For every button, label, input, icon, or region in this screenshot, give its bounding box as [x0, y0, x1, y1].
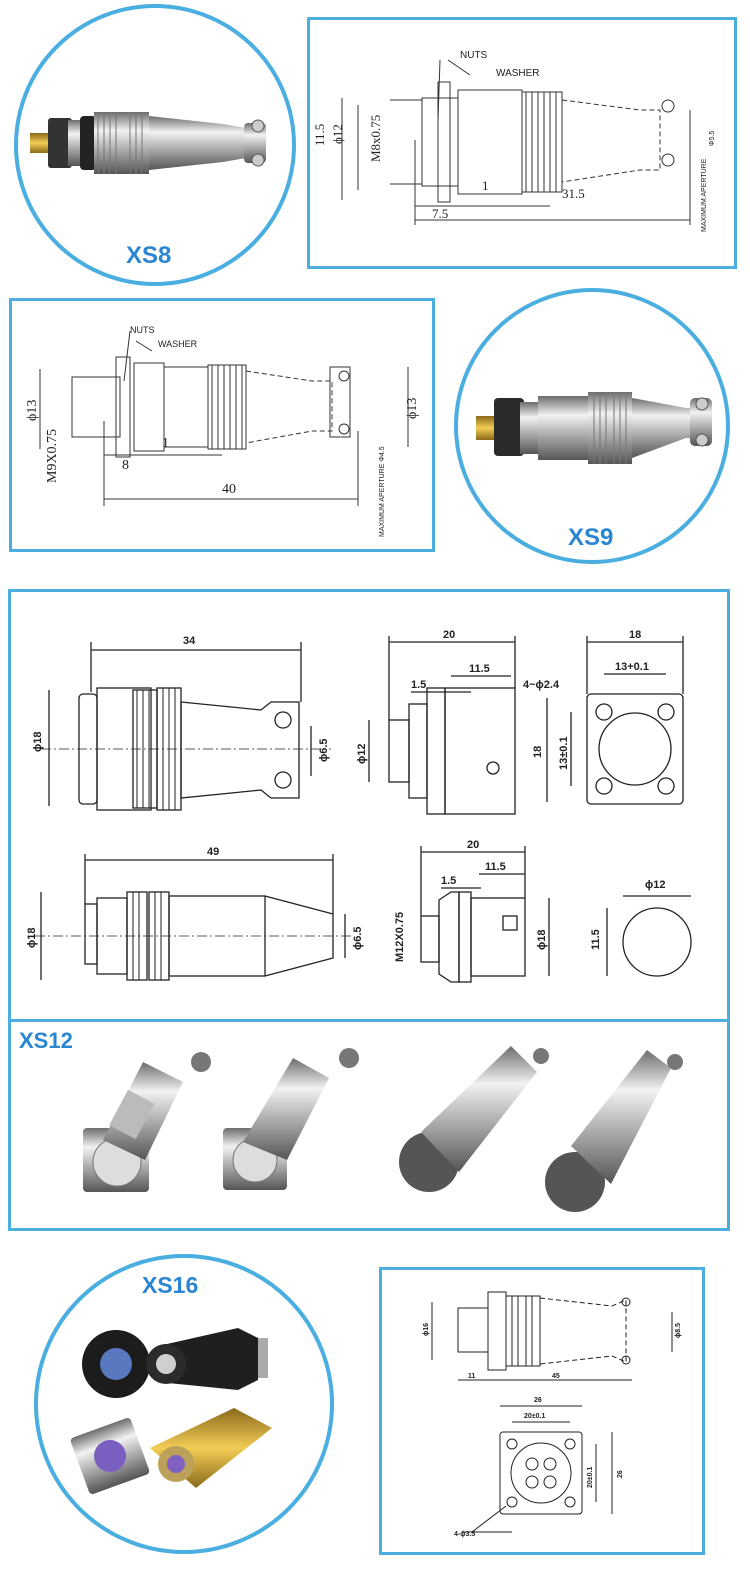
- xs12-top-clamp: ϕ6.5: [318, 738, 330, 762]
- xs8-dim-a: 7.5: [432, 206, 448, 221]
- xs9-dim-right: ϕ13: [405, 398, 420, 419]
- xs16-connector-photos: [70, 1328, 272, 1495]
- xs16-w20: 20±0.1: [524, 1413, 545, 1420]
- xs12-top-dia: ϕ18: [32, 732, 44, 752]
- xs12-top-d12: ϕ12: [356, 744, 368, 764]
- xs12-top-sq13: 13+0.1: [615, 661, 649, 673]
- xs8-photo-circle: XS8: [14, 4, 296, 286]
- xs12-bot-clamp: ϕ6.5: [352, 926, 364, 950]
- xs9-dim-1: 1: [162, 436, 169, 451]
- xs12-photo-3: [399, 1046, 549, 1192]
- xs9-thread: M9X0.75: [45, 429, 60, 483]
- xs12-divider: [11, 1019, 727, 1022]
- xs8-dim-1: 1: [482, 178, 489, 193]
- xs12-bot-d18: ϕ18: [536, 930, 548, 950]
- xs8-washer: WASHER: [496, 68, 540, 79]
- xs16-drawing-panel: ϕ16 ϕ8.5 11 45 26 20±0.1 20±0.1 26 4-ϕ3.…: [379, 1267, 705, 1555]
- xs16-w11: 11: [468, 1373, 476, 1380]
- xs8-connector-photo: [30, 112, 266, 174]
- xs16-holes: 4-ϕ3.5: [454, 1531, 475, 1538]
- xs12-top-sq18: 18: [629, 629, 641, 641]
- xs8-aperture: MAXIMUM APERTURE: [701, 158, 708, 232]
- xs8-nuts: NUTS: [460, 50, 488, 61]
- xs12-top-v18: 18: [532, 746, 544, 758]
- xs9-dim-40: 40: [222, 482, 236, 497]
- xs12-panel: 34 ϕ18 ϕ6.5 20 11.5 1.5 ϕ12 18 13+0.1 4~…: [8, 589, 730, 1231]
- xs12-bot-dia: ϕ18: [26, 928, 38, 948]
- xs16-dimension-drawing: ϕ16 ϕ8.5 11 45 26 20±0.1 20±0.1 26 4-ϕ3.…: [423, 1291, 682, 1538]
- xs16-photo-circle: XS16: [34, 1254, 334, 1554]
- xs9-connector-photo: [476, 392, 712, 464]
- xs12-top-w20: 20: [443, 629, 455, 641]
- xs8-dimension-drawing: NUTS WASHER 11.5 ϕ12 M8x0.75 1 7.5 31.5 …: [312, 50, 716, 232]
- xs16-d85: ϕ8.5: [675, 1323, 682, 1338]
- xs12-bot-w115: 11.5: [485, 861, 506, 873]
- xs16-d16: ϕ16: [423, 1323, 430, 1336]
- xs12-photo-2: [223, 1048, 359, 1190]
- xs12-label: XS12: [19, 1028, 73, 1053]
- xs8-thread: M8x0.75: [368, 115, 383, 162]
- xs9-drawing-panel: NUTS WASHER ϕ13 ϕ13 M9X0.75 8 1 40 MAXIM…: [9, 298, 435, 552]
- xs12-top-holes: 4~ϕ2.4: [523, 679, 560, 691]
- xs12-bot-d12: ϕ12: [645, 879, 665, 891]
- xs8-drawing-panel: NUTS WASHER 11.5 ϕ12 M8x0.75 1 7.5 31.5 …: [307, 17, 737, 269]
- xs9-dimension-drawing: NUTS WASHER ϕ13 ϕ13 M9X0.75 8 1 40 MAXIM…: [25, 325, 420, 537]
- xs12-photo-1: [83, 1052, 211, 1192]
- xs8-clamp-dia: Φ5.5: [709, 131, 716, 146]
- xs9-nuts: NUTS: [130, 325, 155, 335]
- xs9-label: XS9: [568, 524, 614, 551]
- xs16-label: XS16: [142, 1272, 199, 1298]
- xs12-bot-len: 49: [207, 846, 219, 858]
- xs12-bot-thread: M12X0.75: [394, 912, 406, 962]
- xs12-bot-w20: 20: [467, 839, 479, 851]
- xs12-top-w115: 11.5: [469, 663, 490, 675]
- xs9-washer: WASHER: [158, 339, 198, 349]
- xs16-v20: 20±0.1: [587, 1467, 594, 1488]
- xs12-photos: [83, 1046, 683, 1212]
- xs12-top-len: 34: [183, 635, 196, 647]
- xs12-bot-w15: 1.5: [441, 875, 456, 887]
- xs9-aperture: MAXIMUM APERTURE Φ4.5: [379, 446, 386, 537]
- xs12-photo-4: [545, 1050, 683, 1212]
- xs9-dim-left: ϕ13: [25, 400, 40, 421]
- xs8-dim-b: 31.5: [562, 186, 585, 201]
- xs16-v26: 26: [617, 1470, 624, 1478]
- xs16-w45: 45: [552, 1373, 560, 1380]
- xs12-dimension-drawing: 34 ϕ18 ϕ6.5 20 11.5 1.5 ϕ12 18 13+0.1 4~…: [26, 629, 692, 983]
- xs9-dim-8: 8: [122, 458, 129, 473]
- xs16-w26: 26: [534, 1397, 542, 1404]
- xs9-photo-circle: XS9: [454, 288, 730, 564]
- xs8-label: XS8: [126, 242, 172, 269]
- xs12-bot-h115: 11.5: [590, 929, 602, 950]
- xs12-top-v13: 13±0.1: [558, 736, 570, 770]
- xs8-dim-body: ϕ12: [330, 124, 345, 144]
- xs8-dim-outer: 11.5: [312, 124, 327, 146]
- xs12-top-w15: 1.5: [411, 679, 426, 691]
